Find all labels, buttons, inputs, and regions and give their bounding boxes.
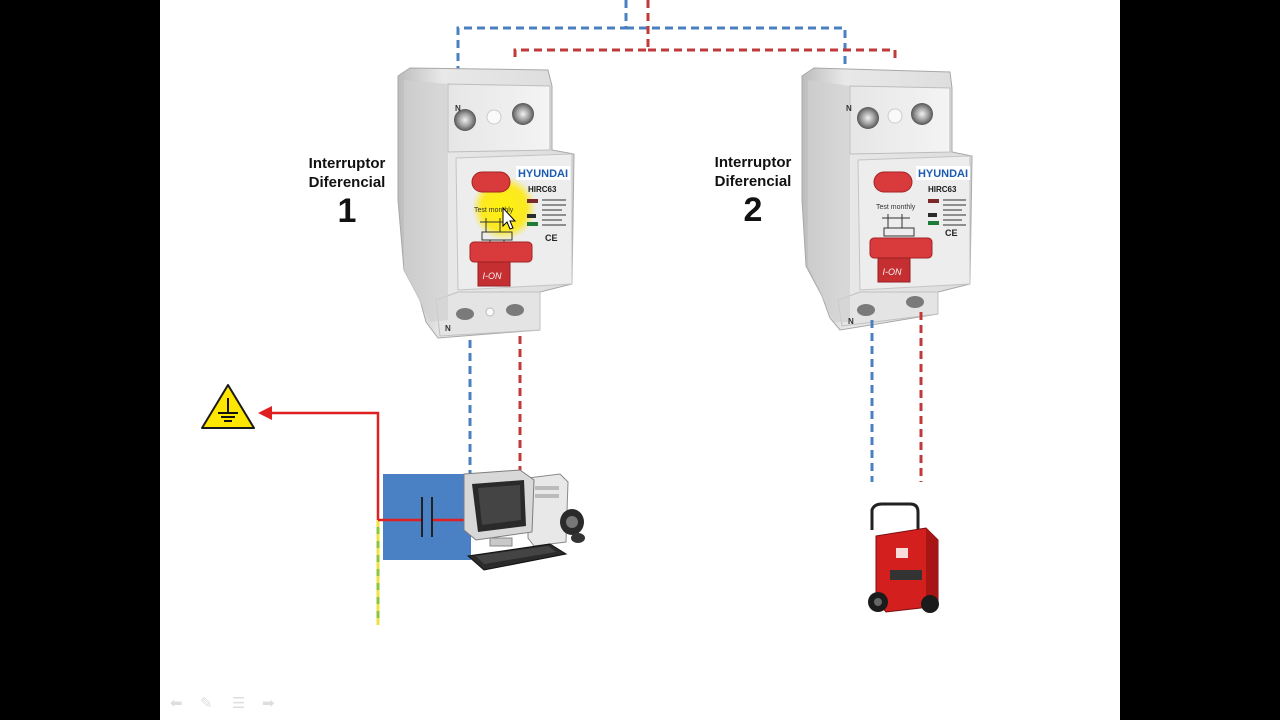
schematic-symbol-icon — [882, 214, 915, 237]
ce-mark: CE — [945, 228, 958, 238]
terminal-n-top: N — [846, 104, 852, 113]
screw-icon — [911, 103, 933, 125]
screw-icon — [454, 109, 476, 131]
screw-icon — [857, 107, 879, 129]
breaker-2-title-line1: Interruptor — [714, 154, 792, 171]
earth-path — [258, 406, 380, 625]
screw-icon — [512, 103, 534, 125]
test-label: Test monthly — [474, 207, 514, 214]
breaker-2: HYUNDAI HIRC63 CE Test monthly I-ON N N — [801, 67, 973, 331]
test-button — [471, 171, 511, 193]
terminal-n-top: N — [455, 104, 461, 113]
breaker-1: HYUNDAI HIRC63 CE Test monthly I-ON N — [397, 67, 575, 339]
test-label: Test monthly — [876, 204, 916, 211]
capacitor-icon — [378, 474, 474, 560]
ce-mark: CE — [545, 233, 558, 243]
phase-feeder-wire — [513, 0, 897, 62]
breaker-1-title-line2: Diferencial — [308, 174, 386, 191]
load-wires-2 — [870, 312, 923, 482]
model-text: HIRC63 — [528, 185, 557, 194]
terminal-n-bottom: N — [445, 324, 451, 333]
handle-label: I-ON — [883, 267, 902, 277]
next-slide-icon[interactable]: ➡ — [262, 694, 275, 712]
breaker-1-title-line1: Interruptor — [308, 155, 386, 172]
mouse-cursor-icon — [502, 206, 517, 230]
brand-text: HYUNDAI — [918, 168, 968, 180]
breaker-2-title-line2: Diferencial — [714, 173, 792, 190]
load-wires-1 — [468, 336, 522, 475]
breaker-2-label: Interruptor Diferencial 2 — [698, 153, 808, 230]
feeder-wires — [456, 0, 897, 72]
breaker-1-number: 1 — [337, 192, 357, 230]
slide-canvas — [160, 0, 1120, 720]
menu-icon[interactable]: ☰ — [232, 694, 246, 712]
handle-label: I-ON — [483, 271, 502, 281]
schematic-symbol-icon — [480, 218, 513, 246]
model-text: HIRC63 — [928, 185, 957, 194]
ground-warning-icon — [201, 384, 255, 429]
breaker-2-number: 2 — [743, 191, 763, 229]
test-button — [873, 171, 913, 193]
computer-icon — [463, 469, 585, 571]
breaker-1-label: Interruptor Diferencial 1 — [292, 154, 402, 231]
welder-icon — [868, 502, 939, 613]
prev-slide-icon[interactable]: ⬅ — [170, 694, 183, 712]
brand-text: HYUNDAI — [518, 168, 568, 180]
pen-icon[interactable]: ✎ — [200, 694, 213, 712]
earth-leak-arrow — [268, 411, 380, 520]
terminal-n-bottom: N — [848, 317, 854, 326]
neutral-feeder-wire — [456, 0, 847, 72]
